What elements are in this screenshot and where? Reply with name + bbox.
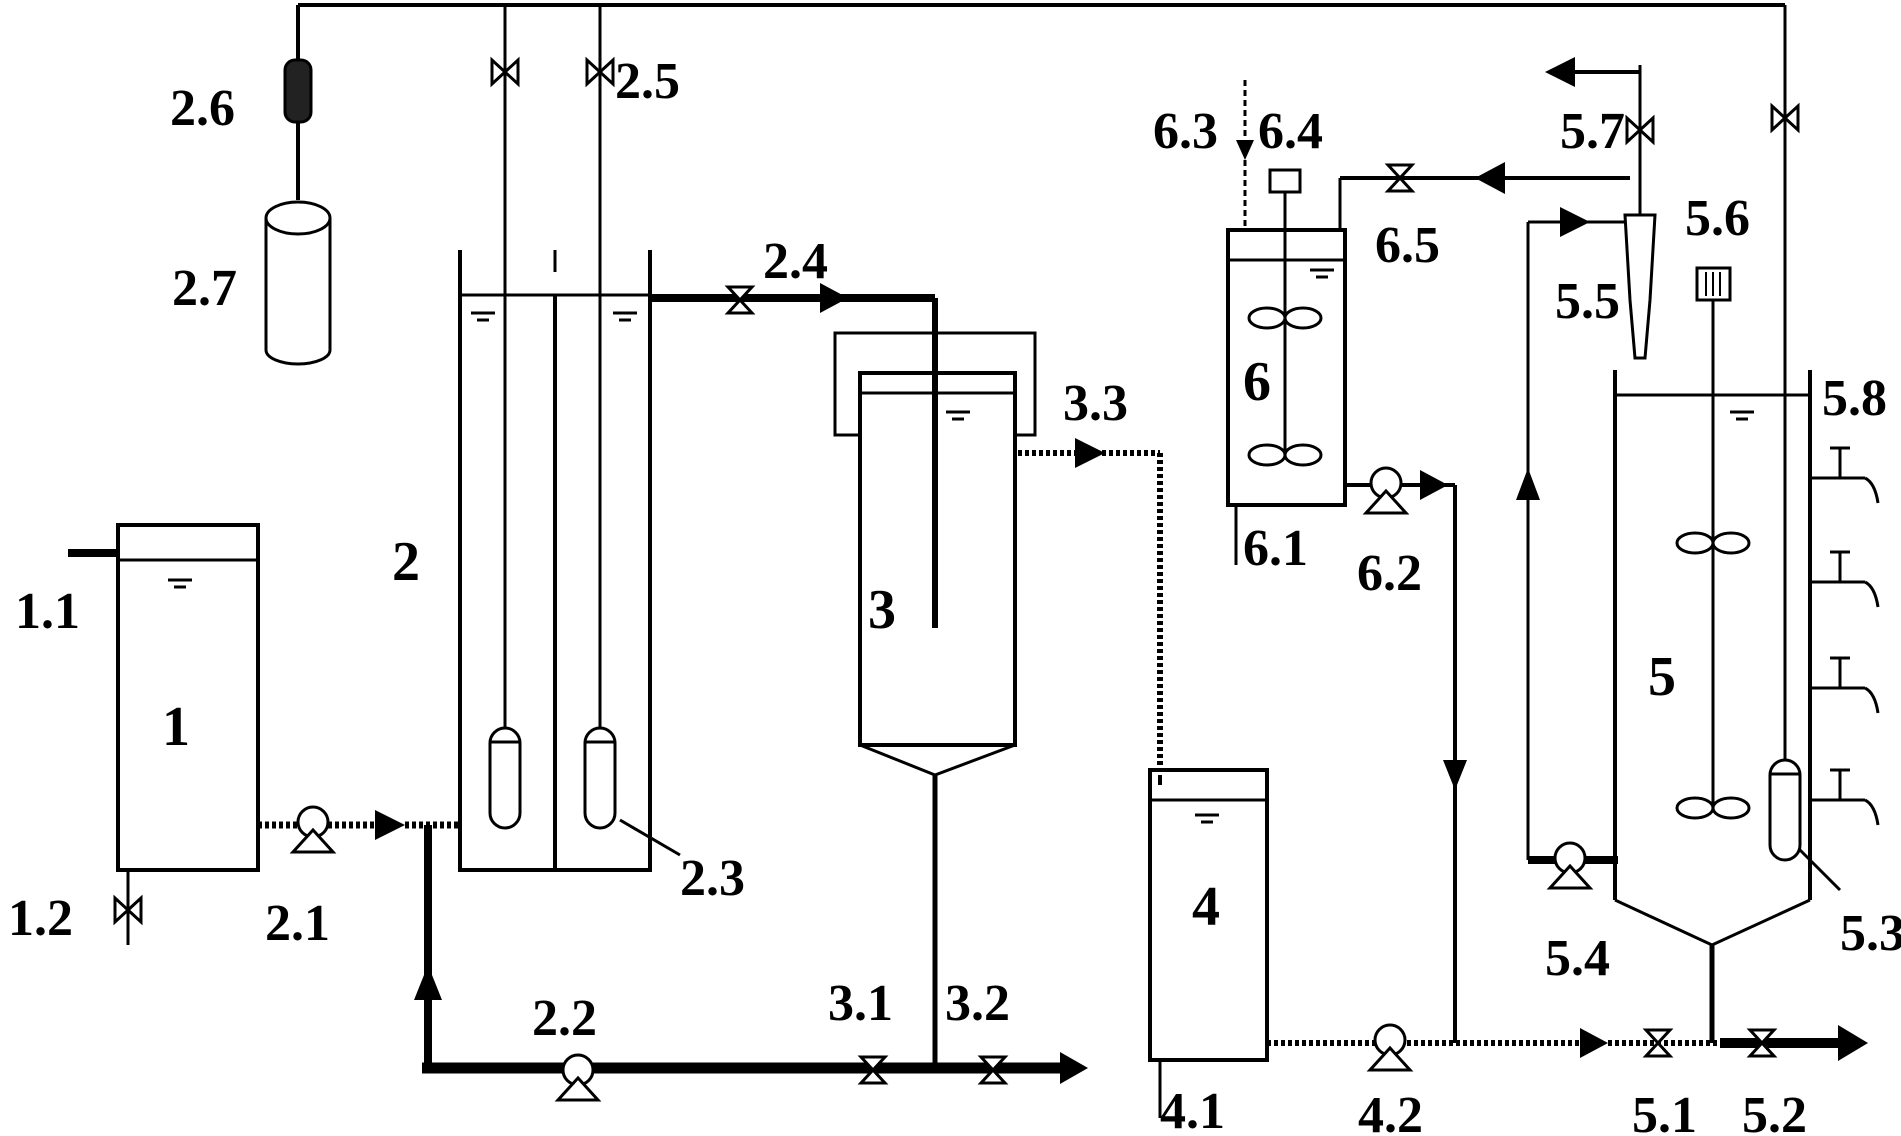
air-filter xyxy=(283,58,313,124)
label-5-2: 5.2 xyxy=(1742,1087,1807,1136)
label-2-7: 2.7 xyxy=(172,260,237,317)
air-pump-cylinder xyxy=(264,200,332,366)
label-6-4: 6.4 xyxy=(1258,103,1323,160)
label-5: 5 xyxy=(1648,646,1676,708)
reactor-2 xyxy=(458,5,681,872)
label-6-5: 6.5 xyxy=(1375,217,1440,274)
tank-1 xyxy=(68,523,260,945)
label-2-6: 2.6 xyxy=(170,80,235,137)
label-3-1: 3.1 xyxy=(828,975,893,1032)
flow-arrow xyxy=(820,283,848,313)
flow-arrow xyxy=(1420,470,1448,500)
pump-2-2 xyxy=(556,1053,600,1102)
flow-arrow xyxy=(414,965,442,1000)
tank-4 xyxy=(1148,768,1269,1118)
label-2-4: 2.4 xyxy=(763,233,828,290)
label-4: 4 xyxy=(1192,876,1220,938)
label-6-2: 6.2 xyxy=(1357,545,1422,602)
flow-arrow xyxy=(1443,760,1467,790)
tank-6 xyxy=(1226,80,1347,565)
label-5-7: 5.7 xyxy=(1560,103,1625,160)
flow-arrow xyxy=(375,810,405,840)
label-3-3: 3.3 xyxy=(1063,375,1128,432)
hydrocyclone-5-5 xyxy=(1623,213,1657,360)
label-1-1: 1.1 xyxy=(15,583,80,640)
label-3: 3 xyxy=(868,579,896,641)
label-2-2: 2.2 xyxy=(532,990,597,1047)
label-1-2: 1.2 xyxy=(8,890,73,947)
label-5-4: 5.4 xyxy=(1545,930,1610,987)
flow-arrow xyxy=(1060,1052,1088,1084)
flow-arrow xyxy=(1838,1025,1868,1061)
label-2-1: 2.1 xyxy=(265,895,330,952)
pump-5-4 xyxy=(1548,841,1592,890)
label-2-5: 2.5 xyxy=(615,53,680,110)
label-3-2: 3.2 xyxy=(945,975,1010,1032)
label-1: 1 xyxy=(162,696,190,758)
label-6: 6 xyxy=(1243,351,1271,413)
label-4-1: 4.1 xyxy=(1160,1083,1225,1136)
label-2-3: 2.3 xyxy=(680,850,745,907)
label-5-1: 5.1 xyxy=(1632,1087,1697,1136)
label-5-6: 5.6 xyxy=(1685,190,1750,247)
flow-arrow xyxy=(1545,57,1575,87)
pump-2-1 xyxy=(291,805,335,854)
label-5-5: 5.5 xyxy=(1555,273,1620,330)
flow-arrow xyxy=(1475,162,1505,194)
flow-arrow xyxy=(1580,1028,1608,1058)
pump-6-2 xyxy=(1364,466,1408,515)
label-6-1: 6.1 xyxy=(1243,520,1308,577)
reactor-5 xyxy=(1613,5,1880,1043)
flow-arrow xyxy=(1560,207,1590,237)
label-6-3: 6.3 xyxy=(1153,103,1218,160)
settler-3 xyxy=(833,298,1037,1068)
flow-arrow xyxy=(1516,468,1540,500)
flow-arrow xyxy=(1075,438,1105,468)
label-4-2: 4.2 xyxy=(1358,1087,1423,1136)
label-5-8: 5.8 xyxy=(1822,370,1887,427)
label-2: 2 xyxy=(392,531,420,593)
label-5-3: 5.3 xyxy=(1840,905,1901,962)
pump-4-2 xyxy=(1368,1023,1412,1072)
